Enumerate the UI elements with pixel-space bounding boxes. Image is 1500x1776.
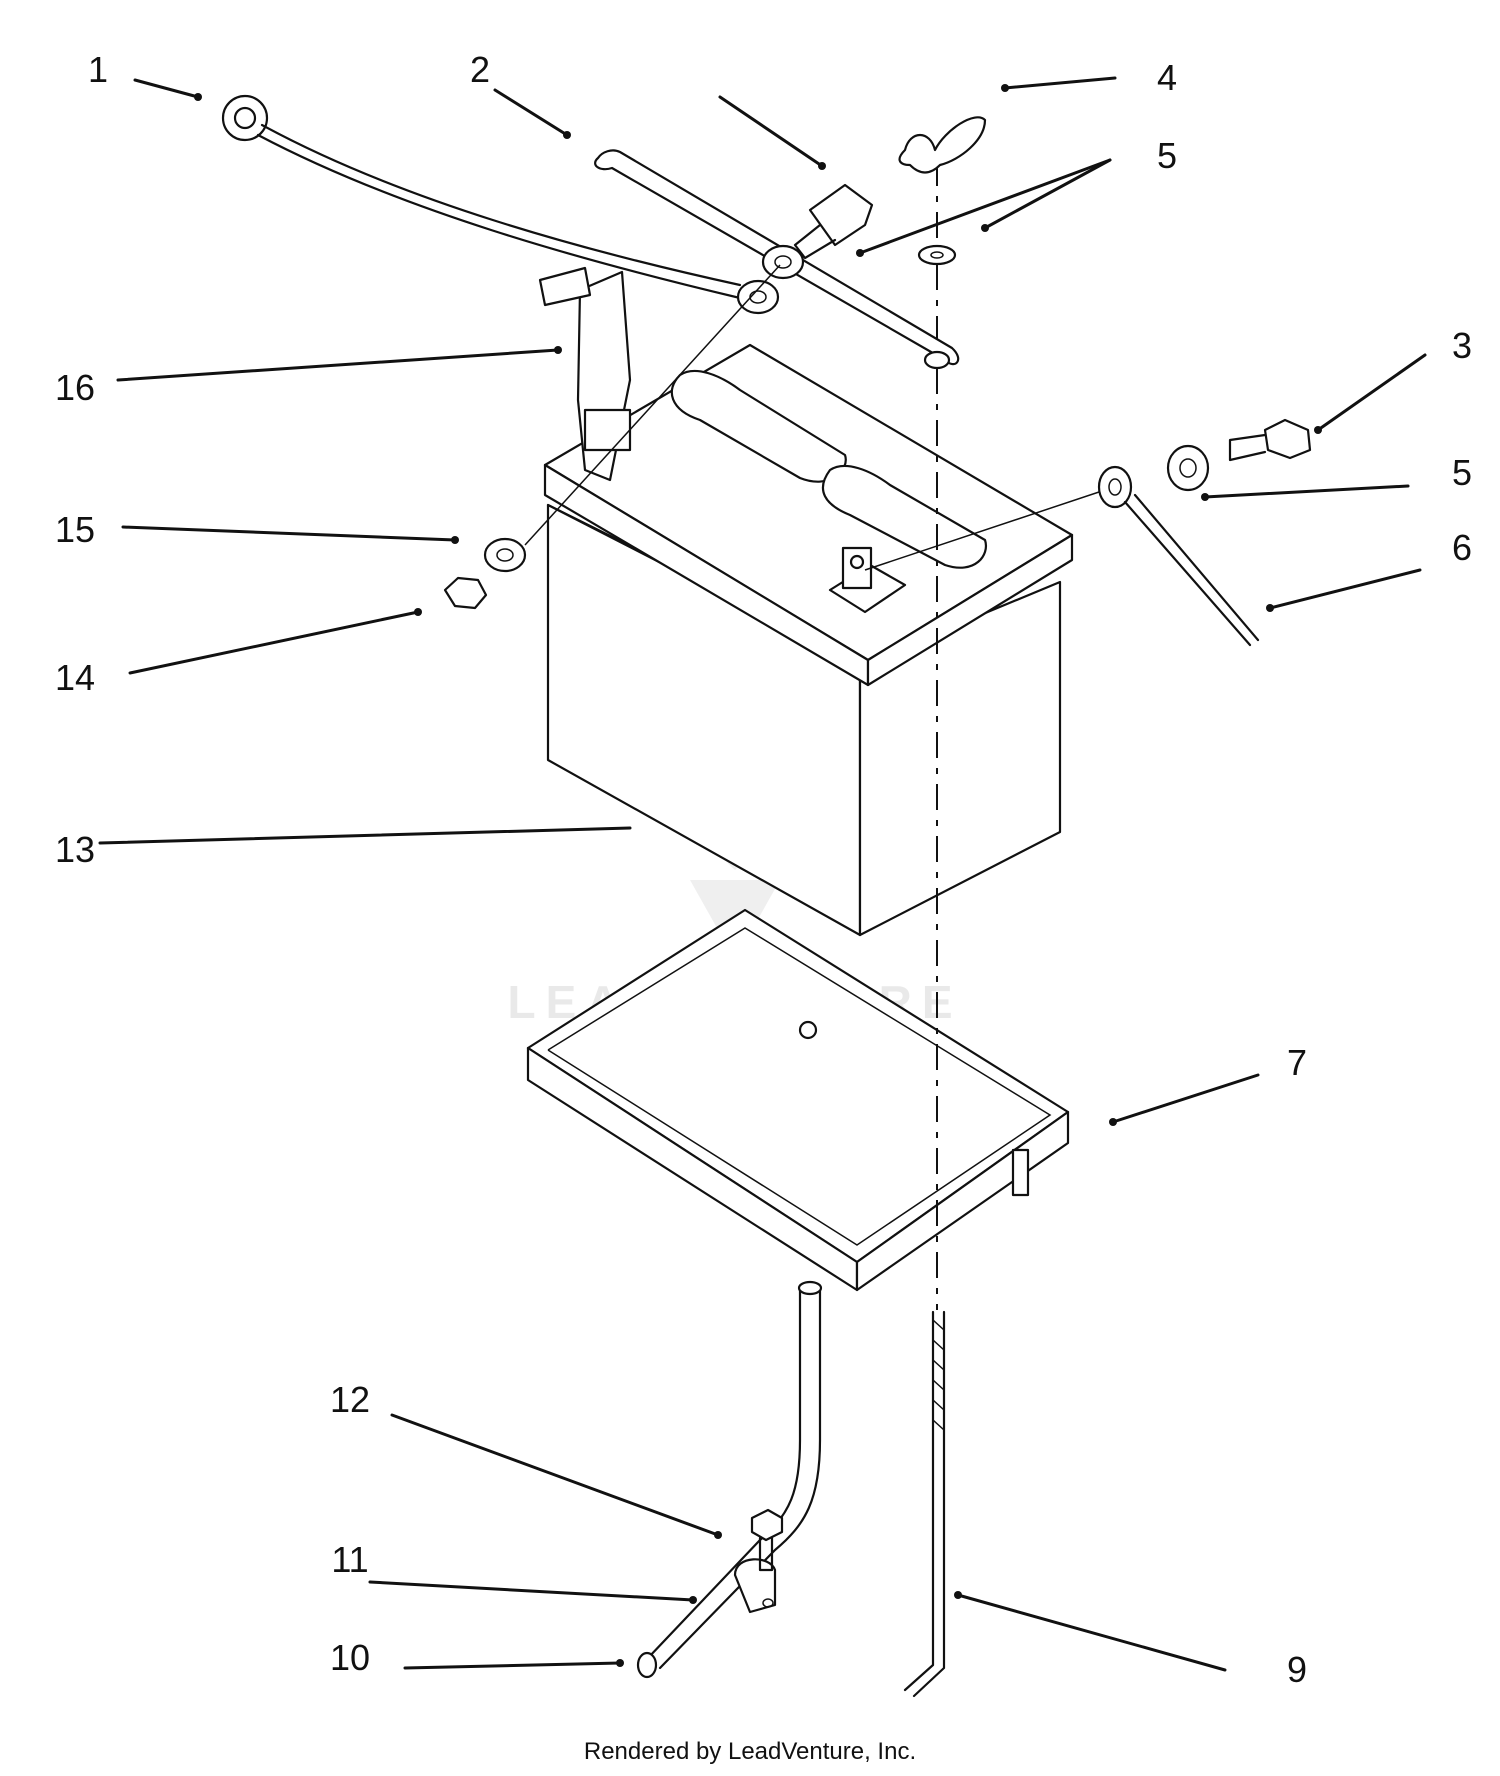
callout-5-right: 5 <box>1201 452 1472 501</box>
svg-text:5: 5 <box>1452 452 1472 493</box>
lock-washer <box>483 537 527 573</box>
svg-text:6: 6 <box>1452 527 1472 568</box>
svg-text:13: 13 <box>55 829 95 870</box>
svg-text:4: 4 <box>1157 57 1177 98</box>
svg-text:16: 16 <box>55 367 95 408</box>
callout-3: 3 <box>1314 325 1472 434</box>
callout-15: 6 15 <box>55 509 459 550</box>
callout-1: 1 <box>88 49 202 101</box>
svg-text:3: 3 <box>1452 325 1472 366</box>
battery-cable-negative <box>221 94 780 315</box>
battery <box>538 266 1074 937</box>
callout-13: 13 <box>55 826 632 870</box>
svg-text:15: 15 <box>55 509 95 550</box>
svg-text:14: 14 <box>55 657 95 698</box>
washer-right <box>1166 444 1210 492</box>
svg-text:7: 7 <box>1287 1042 1307 1083</box>
callout-10: 10 <box>330 1637 624 1678</box>
flat-washer-top <box>917 244 957 266</box>
battery-cable-positive <box>1097 465 1260 647</box>
j-bolt <box>903 1310 946 1698</box>
callout-12: 12 <box>330 1379 722 1539</box>
callout-4: 4 <box>1001 57 1177 98</box>
washer-top <box>761 244 805 280</box>
bolt-right <box>1228 418 1312 462</box>
svg-text:9: 9 <box>1287 1649 1307 1690</box>
battery-tray <box>526 908 1070 1292</box>
svg-text:10: 10 <box>330 1637 370 1678</box>
callout-11: 11 <box>331 1539 697 1604</box>
svg-text:5: 5 <box>1157 135 1177 176</box>
hose-clamp <box>733 1558 777 1614</box>
hex-nut <box>443 576 488 610</box>
svg-text:12: 12 <box>330 1379 370 1420</box>
footer-credit: Rendered by LeadVenture, Inc. <box>583 1738 917 1765</box>
callout-5-top: 5 <box>856 135 1177 257</box>
callout-9: 9 <box>954 1591 1307 1690</box>
callout-7: 7 <box>1109 1042 1307 1126</box>
svg-text:2: 2 <box>470 49 490 90</box>
callout-2: 2 <box>470 49 826 170</box>
svg-text:11: 11 <box>331 1539 368 1580</box>
svg-text:1: 1 <box>88 49 108 90</box>
bolt-top <box>793 183 874 260</box>
callout-6: 6 <box>1266 527 1472 612</box>
vent-tube <box>636 1280 823 1679</box>
callout-14: 14 <box>55 608 422 698</box>
callout-16: 16 <box>55 346 562 408</box>
wing-nut <box>898 116 987 174</box>
clamp-bolt <box>750 1508 784 1572</box>
